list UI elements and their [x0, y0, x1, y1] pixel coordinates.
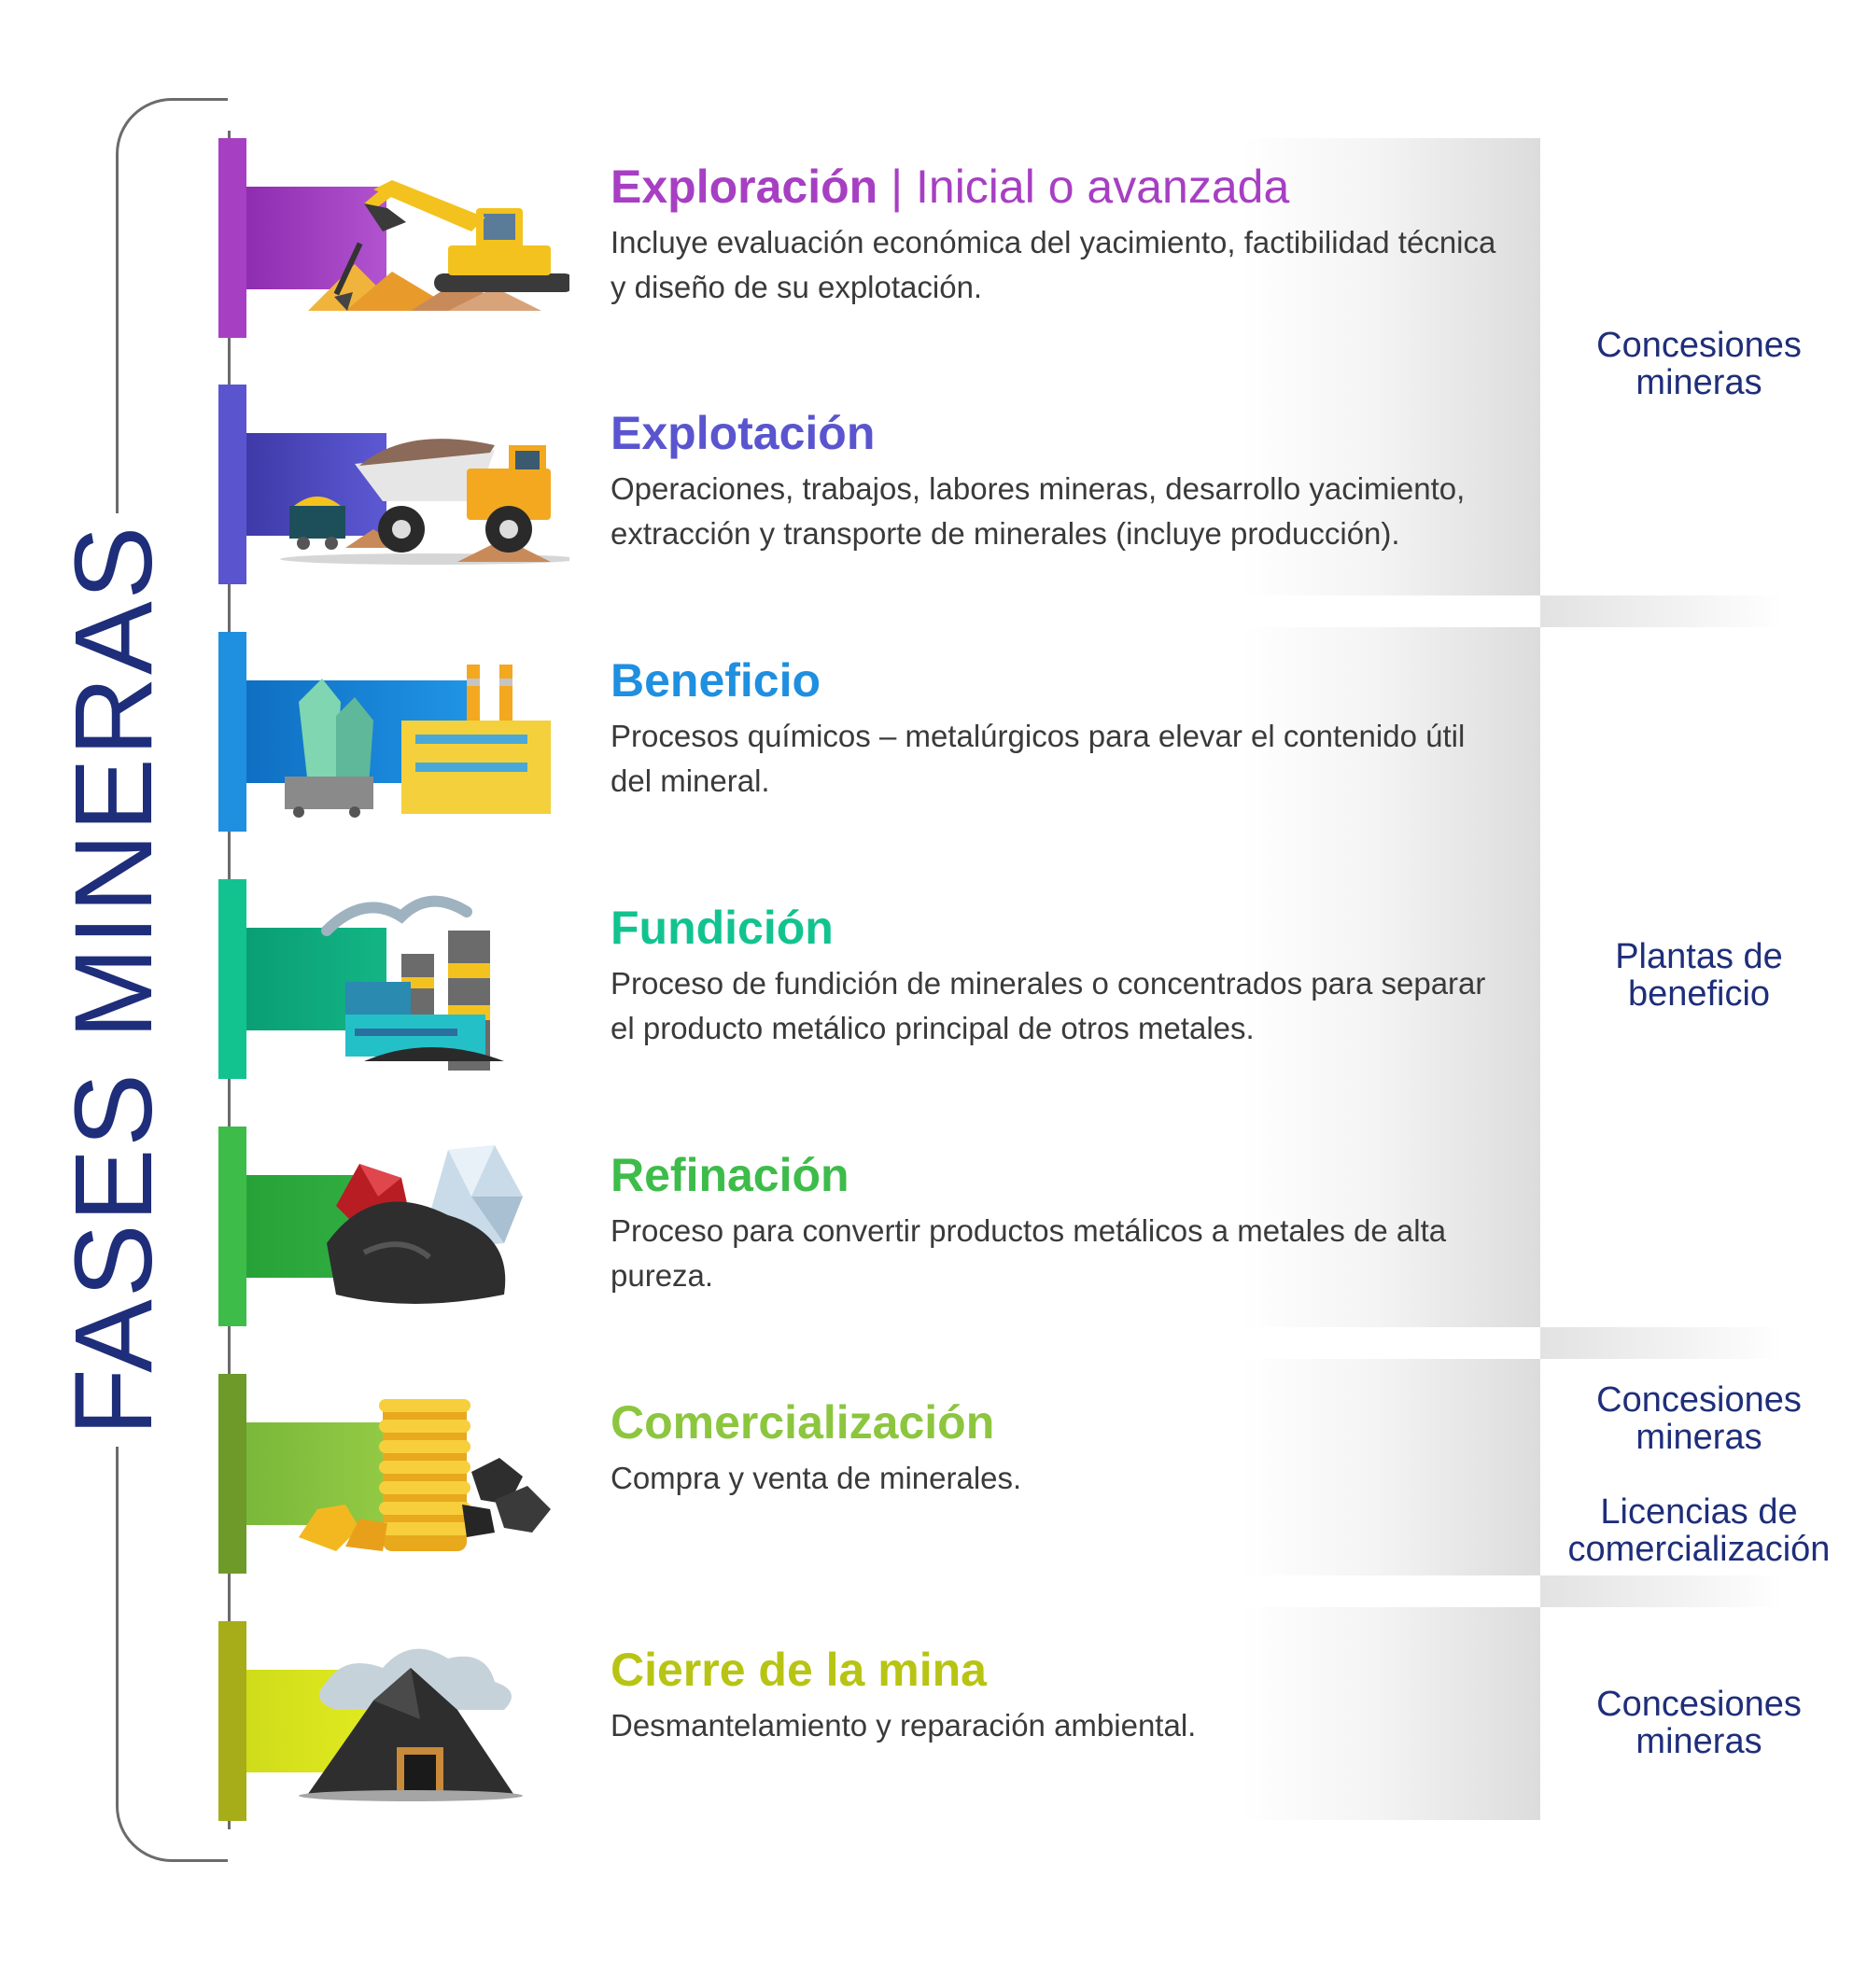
- separator-2: [1540, 1327, 1783, 1359]
- phase-band: [246, 187, 386, 289]
- phase-description: Compra y venta de minerales.: [611, 1461, 1022, 1495]
- coins-icon: [299, 1399, 551, 1551]
- mine-entrance-icon: [299, 1648, 523, 1801]
- phase-title: Comercialización: [611, 1396, 995, 1449]
- crystals-icon: [327, 1145, 523, 1304]
- processing-plant-icon: [285, 665, 551, 818]
- phase-comercializacion: Comercialización Compra y venta de miner…: [0, 1374, 1867, 1574]
- phase-title: Beneficio: [611, 654, 821, 707]
- right-label-concesiones-1: Concesiones mineras: [1596, 326, 1802, 402]
- separator-3: [1540, 1575, 1783, 1607]
- phase-tab: [218, 879, 246, 1079]
- phase-description: Proceso para convertir productos metálic…: [611, 1213, 1447, 1293]
- dump-truck-icon: [280, 439, 569, 565]
- phase-band: [246, 1422, 386, 1525]
- phase-description: Desmantelamiento y reparación ambiental.: [611, 1708, 1197, 1743]
- phase-tab: [218, 385, 246, 584]
- right-label-concesiones-3: Concesiones mineras: [1596, 1685, 1802, 1761]
- phase-cierre: Cierre de la mina Desmantelamiento y rep…: [0, 1621, 1867, 1821]
- phase-exploracion: Exploración | Inicial o avanzada Incluye…: [0, 138, 1867, 338]
- phase-tab: [218, 1374, 246, 1574]
- phase-description: Procesos químicos – metalúrgicos para el…: [611, 719, 1466, 798]
- phase-title: Fundición: [611, 902, 834, 954]
- shade-group-4: [1242, 1607, 1540, 1820]
- phase-title: Exploración | Inicial o avanzada: [611, 161, 1290, 213]
- shade-group-1: [1242, 138, 1540, 595]
- phase-title: Refinación: [611, 1149, 849, 1201]
- phase-title: Explotación: [611, 407, 876, 459]
- phase-beneficio: Beneficio Procesos químicos – metalúrgic…: [0, 632, 1867, 832]
- excavator-icon: [308, 180, 569, 311]
- phase-fundicion: Fundición Proceso de fundición de minera…: [0, 879, 1867, 1079]
- phase-tab: [218, 632, 246, 832]
- phase-description: Incluye evaluación económica del yacimie…: [611, 225, 1496, 304]
- phase-tab: [218, 138, 246, 338]
- phase-description: Proceso de fundición de minerales o conc…: [611, 966, 1486, 1045]
- shade-group-3: [1242, 1359, 1540, 1575]
- shade-group-2: [1242, 627, 1540, 1327]
- phase-description: Operaciones, trabajos, labores mineras, …: [611, 471, 1466, 551]
- right-label-plantas: Plantas de beneficio: [1615, 937, 1783, 1014]
- phase-tab: [218, 1127, 246, 1326]
- phase-tab: [218, 1621, 246, 1821]
- separator-1: [1540, 595, 1783, 627]
- phase-refinacion: Refinación Proceso para convertir produc…: [0, 1127, 1867, 1326]
- smelter-icon: [321, 895, 504, 1071]
- right-label-licencias: Licencias de comercialización: [1567, 1492, 1831, 1569]
- right-label-concesiones-2: Concesiones mineras: [1596, 1380, 1802, 1457]
- phase-explotacion: Explotación Operaciones, trabajos, labor…: [0, 385, 1867, 584]
- phase-title: Cierre de la mina: [611, 1644, 987, 1696]
